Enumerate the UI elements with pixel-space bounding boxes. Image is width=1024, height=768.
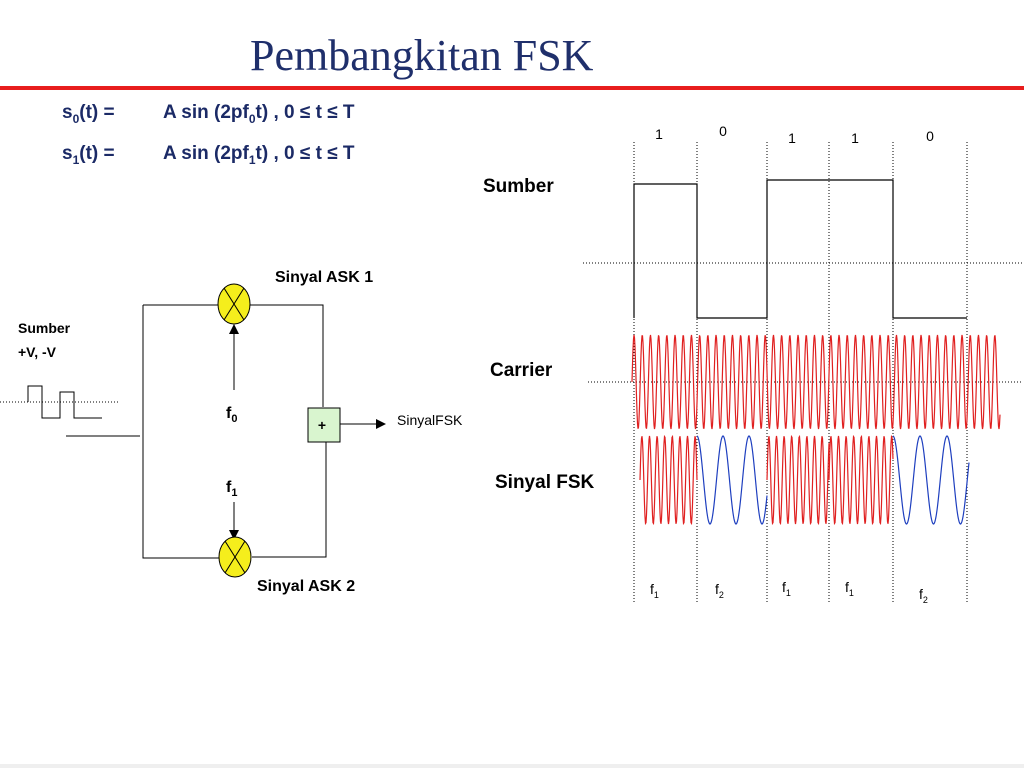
bd-source-levels: +V, -V [18,344,57,360]
equation-rhs: A sin (2pf0t) , 0 ≤ t ≤ T [163,102,355,126]
segment-frequency-label: f1 [650,581,659,600]
title-divider [0,86,1024,90]
output-arrow-icon [376,419,386,429]
segment-frequency-label: f2 [919,586,928,605]
output-label: SinyalFSK [397,412,463,428]
f0-label: f0 [226,405,237,425]
f1-arrow-icon [229,530,239,540]
fsk-low-frequency-segment [892,435,970,525]
bit-label: 1 [788,130,796,146]
multiplier-ask2 [218,536,252,578]
bit-label: 0 [719,123,727,139]
segment-frequency-label: f1 [782,579,791,598]
equation-rhs: A sin (2pf1t) , 0 ≤ t ≤ T [163,143,355,167]
source-bit-waveform [633,179,967,319]
carrier-label: Carrier [490,360,553,381]
fsk-low-frequency-segment [696,435,768,525]
bit-label: 1 [655,126,663,142]
fsk-high-frequency-segment [766,434,830,526]
segment-frequency-label: f1 [845,579,854,598]
f0-arrow-icon [229,324,239,334]
ask2-to-adder-line [252,442,327,558]
bit-label: 0 [926,128,934,144]
fsk-high-frequency-segment [828,434,894,526]
fsk-signal-label: Sinyal FSK [495,472,595,493]
source-label: Sumber [483,176,554,197]
adder-symbol: + [318,417,326,433]
segment-frequency-label: f2 [715,581,724,600]
carrier-wave [631,334,1001,430]
ask1-label: Sinyal ASK 1 [275,269,373,286]
slide-title: Pembangkitan FSK [250,31,594,80]
equation-lhs: s1(t) = [62,143,115,167]
bd-source-label: Sumber [18,320,71,336]
f1-label: f1 [226,479,237,499]
ask1-to-adder-line [250,304,324,407]
fsk-wave [639,434,970,526]
source-square-wave [27,385,102,419]
fsk-high-frequency-segment [639,434,698,526]
bit-label: 1 [851,130,859,146]
adder-block [307,407,341,443]
bit-boundary-guides [633,142,968,602]
ask2-label: Sinyal ASK 2 [257,578,355,595]
lower-path-line [142,305,222,559]
footer-divider [0,764,1024,768]
multiplier-ask1 [217,283,251,325]
equation-lhs: s0(t) = [62,102,115,126]
